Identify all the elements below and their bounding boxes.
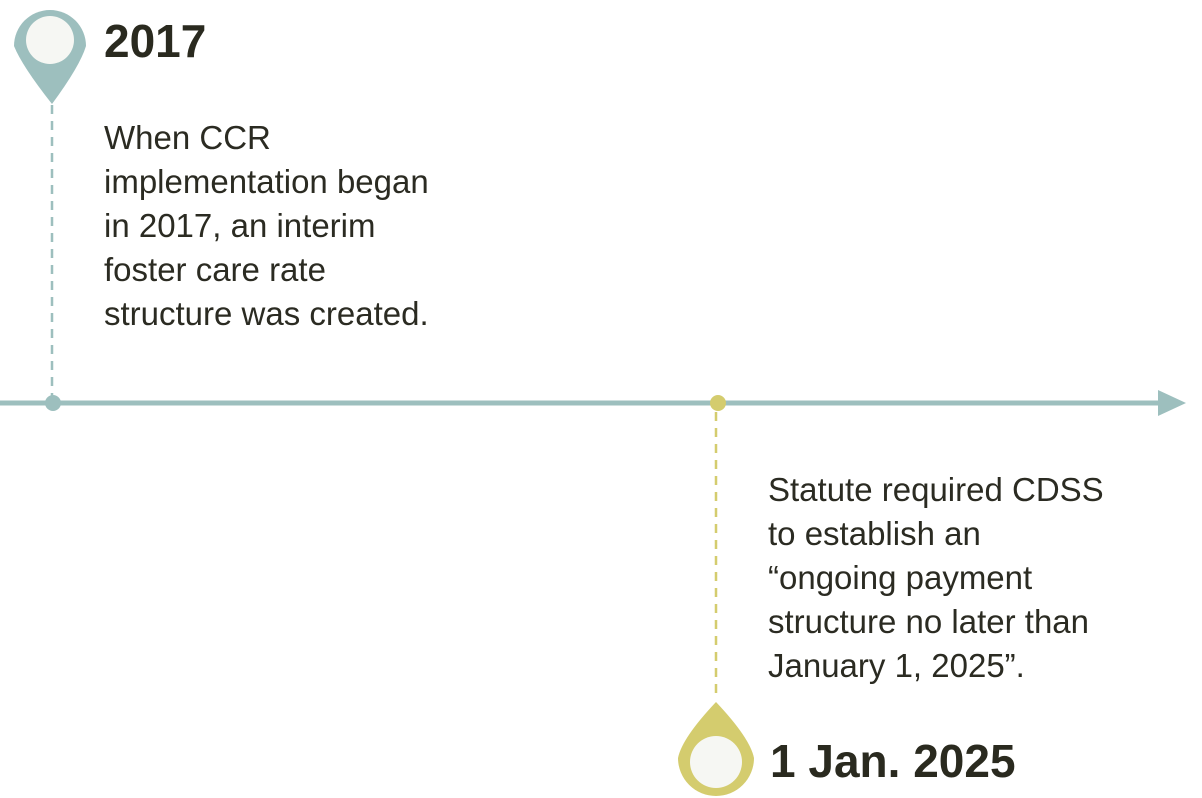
event-year-2017: 2017: [104, 15, 207, 67]
event-year-2025: 1 Jan. 2025: [770, 735, 1016, 787]
map-pin-icon: [14, 10, 86, 104]
axis-dot-2017: [45, 395, 61, 411]
map-pin-icon: [678, 702, 754, 796]
event-description-2025: Statute required CDSS to establish an “o…: [768, 471, 1104, 684]
axis-dot-2025: [710, 395, 726, 411]
timeline-arrowhead: [1158, 390, 1186, 416]
event-description-2017: When CCR implementation began in 2017, a…: [104, 119, 429, 332]
